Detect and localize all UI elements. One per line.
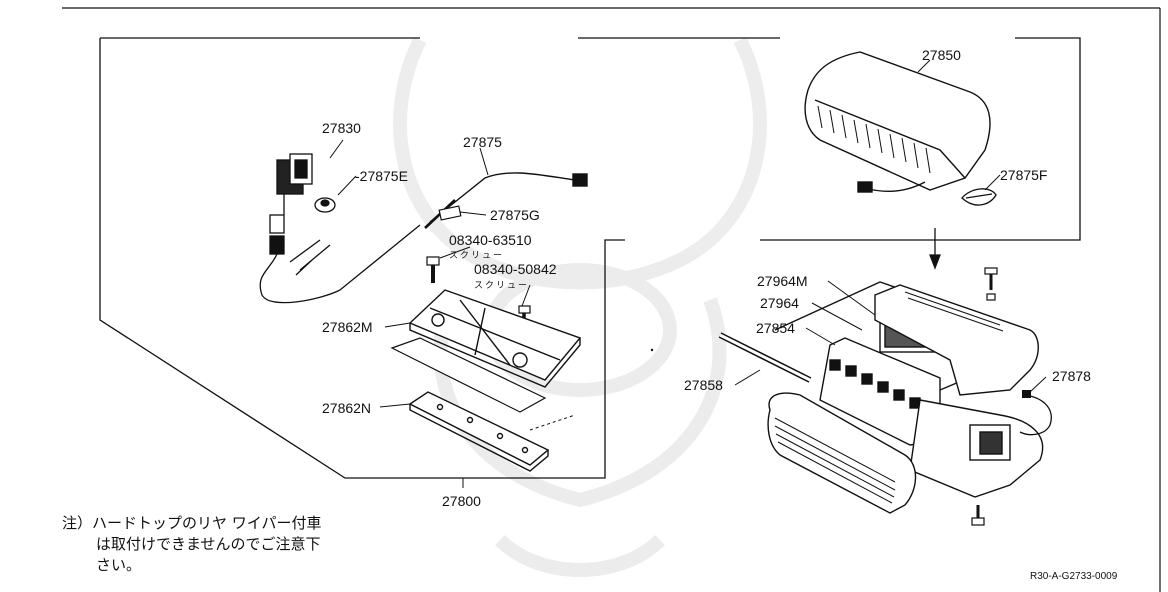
screw-top — [984, 267, 998, 301]
label-27875F: 27875F — [1000, 167, 1047, 183]
label-27854: 27854 — [756, 320, 795, 336]
pad-27875G — [438, 205, 462, 221]
note-line-2: は取付けできませんのでご注意下 — [96, 535, 321, 553]
label-27830: 27830 — [322, 120, 361, 136]
lamp-cover-27850 — [804, 51, 991, 193]
part-labels: 27830 -27875E 27875 27875G 08340-63510 ス… — [322, 47, 1118, 582]
housing-27964M — [874, 284, 1039, 396]
note-line-3: さい。 — [96, 556, 142, 574]
label-27878: 27878 — [1052, 368, 1091, 384]
label-08340-63510: 08340-63510 — [449, 232, 532, 248]
label-27862N: 27862N — [322, 400, 371, 416]
clip-27875F — [961, 188, 997, 206]
switch-27830 — [259, 153, 421, 304]
base-housing — [909, 399, 1044, 498]
leader-lines — [329, 59, 1047, 488]
pad-27862N — [408, 391, 550, 472]
assembly-27850-outline — [760, 37, 1081, 270]
label-screw-1: スクリュー — [449, 250, 504, 260]
label-27875: 27875 — [463, 134, 502, 150]
bracket-27862M — [408, 289, 582, 388]
wire-27878 — [1019, 394, 1052, 436]
label-27858: 27858 — [684, 377, 723, 393]
reference-code: R30-A-G2733-0009 — [1030, 571, 1118, 582]
front-bezel — [767, 392, 917, 514]
caution-note: 注）ハードトップのリヤ ワイパー付車 は取付けできませんのでご注意下 さい。 — [62, 513, 321, 576]
screw-08340-63510 — [426, 256, 440, 283]
label-27964: 27964 — [760, 295, 799, 311]
label-27862M: 27862M — [322, 319, 373, 335]
label-27850: 27850 — [922, 47, 961, 63]
label-screw-2: スクリュー — [474, 280, 529, 290]
label-27875E: -27875E — [355, 168, 408, 184]
note-line-1: 注）ハードトップのリヤ ワイパー付車 — [62, 514, 322, 532]
label-08340-50842: 08340-50842 — [474, 261, 557, 277]
label-27800: 27800 — [442, 493, 481, 509]
label-27964M: 27964M — [757, 273, 808, 289]
gasket-plate — [390, 337, 547, 413]
assembly-27800-outline — [99, 37, 780, 479]
label-27875G: 27875G — [490, 207, 540, 223]
clip-27875E — [314, 197, 336, 213]
rod-27858 — [718, 332, 812, 383]
screw-bottom — [971, 505, 985, 526]
